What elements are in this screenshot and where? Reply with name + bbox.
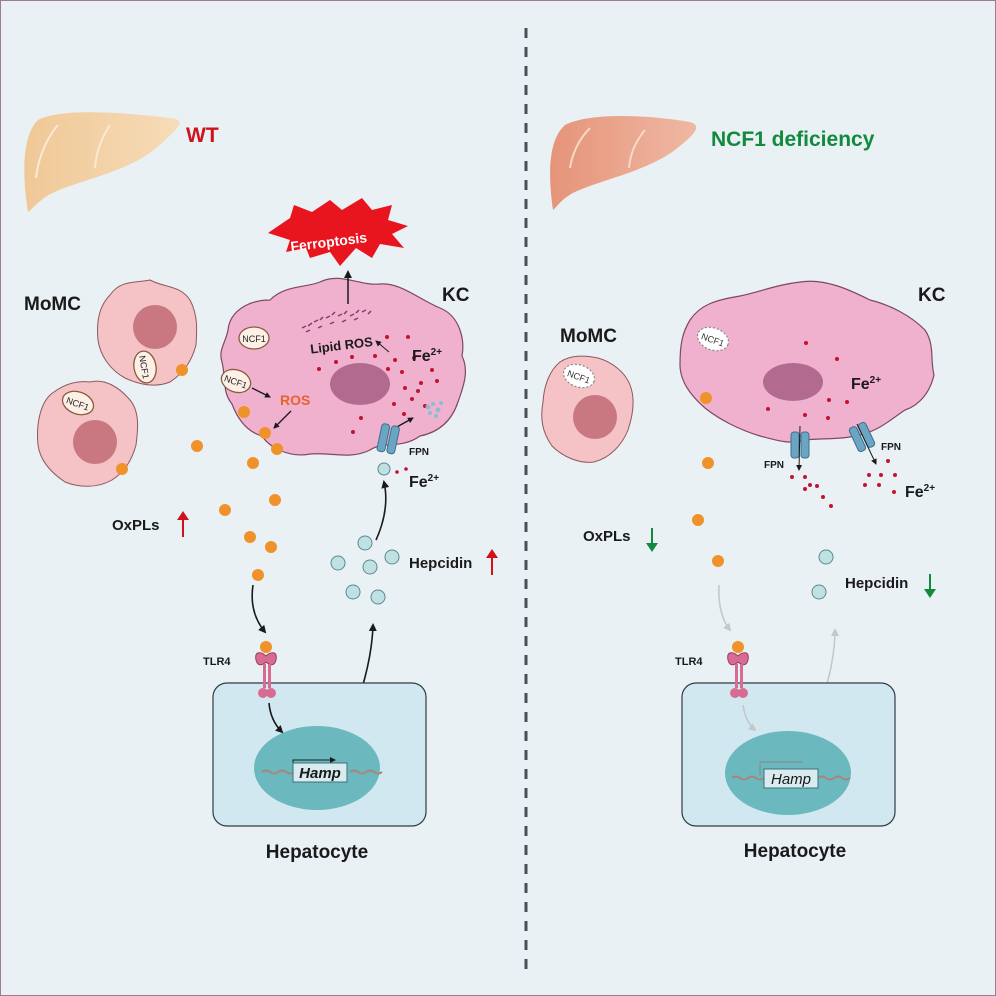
liver-icon-ncf1	[550, 116, 697, 210]
dna-strand	[731, 775, 851, 781]
iron-cluster	[425, 401, 443, 418]
hamp-label-wt: Hamp	[299, 765, 341, 782]
hepcidin-bound	[377, 462, 391, 476]
fe-label-kc: Fe2+	[412, 347, 442, 365]
oxpl-particles	[116, 364, 283, 581]
iron-dots-released	[790, 459, 897, 508]
transcription-arrow-icon	[759, 761, 803, 776]
hepatocyte-ncf1: Hamp	[681, 682, 896, 827]
ncf1-oval: NCF1	[238, 326, 270, 350]
arrow-hepcidin-to-fpn	[375, 480, 390, 541]
oxpls-label-ncf1: OxPLs	[583, 528, 631, 545]
iron-dots-kc	[766, 341, 849, 420]
fpn-label-ncf1: FPN	[881, 442, 901, 453]
tlr4-receptor-ncf1	[727, 641, 749, 698]
hepatocyte-wt: Hamp	[212, 682, 427, 827]
dna-strand	[261, 769, 383, 775]
arrow-fe-to-lipid-ros	[375, 340, 390, 353]
right-panel: NCF1 deficiency NCF1 KC Fe2+	[541, 116, 946, 862]
hepcidin-particles	[811, 549, 834, 600]
momc-label-ncf1: MoMC	[560, 326, 617, 347]
fpn-channel-ncf1	[790, 425, 810, 471]
momc-label-wt: MoMC	[24, 294, 81, 315]
svg-text:NCF1: NCF1	[242, 334, 266, 344]
fe-label-kc-ncf1: Fe2+	[851, 375, 881, 393]
kc-label-ncf1: KC	[918, 285, 946, 306]
arrow-oxpl-to-tlr4	[251, 584, 267, 634]
ncf1-oval-deficient: NCF1	[696, 326, 730, 352]
arrow-tlr4-to-hamp	[268, 702, 284, 734]
ncf1-oval: NCF1	[220, 368, 252, 394]
fpn-label-wt: FPN	[409, 447, 429, 458]
fpn-channel-ncf1	[848, 421, 876, 453]
hamp-gene-box	[763, 768, 819, 789]
fpn-label-ncf1: FPN	[764, 460, 784, 471]
liver-icon-wt	[24, 112, 180, 212]
fe-label-released: Fe2+	[905, 483, 935, 501]
condition-label-wt: WT	[186, 124, 219, 147]
ferroptosis-burst: Ferroptosis	[268, 198, 408, 266]
hamp-label-ncf1: Hamp	[771, 771, 811, 788]
svg-text:NCF1: NCF1	[137, 355, 151, 380]
momc-cell: NCF1	[97, 279, 198, 386]
oxpl-particles	[692, 392, 724, 567]
tlr4-label-wt: TLR4	[203, 656, 231, 668]
momc-cell-ncf1: NCF1	[541, 355, 634, 463]
kc-nucleus	[330, 363, 390, 405]
fpn-channel-wt	[376, 423, 400, 455]
ros-label: ROS	[280, 392, 310, 408]
oxpls-label-wt: OxPLs	[112, 517, 160, 534]
hepcidin-particles	[330, 535, 400, 605]
kupffer-cell-wt: NCF1 NCF1 ROS Lipid ROS	[220, 270, 466, 456]
kc-nucleus	[763, 363, 823, 401]
hepatocyte-label-ncf1: Hepatocyte	[744, 841, 846, 862]
iron-dots-kc	[317, 335, 439, 434]
hepcidin-label-wt: Hepcidin	[409, 555, 472, 572]
hepatocyte-label-wt: Hepatocyte	[266, 842, 368, 863]
hamp-gene-box	[292, 762, 348, 783]
arrow-ros-to-oxpl	[273, 410, 292, 429]
lipid-ros-marks	[301, 309, 372, 333]
left-panel: WT Ferroptosis	[24, 112, 498, 863]
arrow-ncf1-to-ros	[251, 387, 271, 398]
condition-label-ncf1: NCF1 deficiency	[711, 128, 875, 151]
hepcidin-label-ncf1: Hepcidin	[845, 575, 908, 592]
arrow-tlr4-to-hamp-faded	[742, 704, 757, 732]
fe-label-extracellular: Fe2+	[409, 473, 439, 491]
arrow-oxpl-to-tlr4-faded	[718, 584, 732, 632]
kc-label-wt: KC	[442, 285, 470, 306]
momc-cell: NCF1	[37, 380, 139, 487]
tlr4-receptor-wt	[255, 641, 277, 698]
tlr4-label-ncf1: TLR4	[675, 656, 703, 668]
kupffer-cell-ncf1: NCF1	[679, 280, 935, 443]
